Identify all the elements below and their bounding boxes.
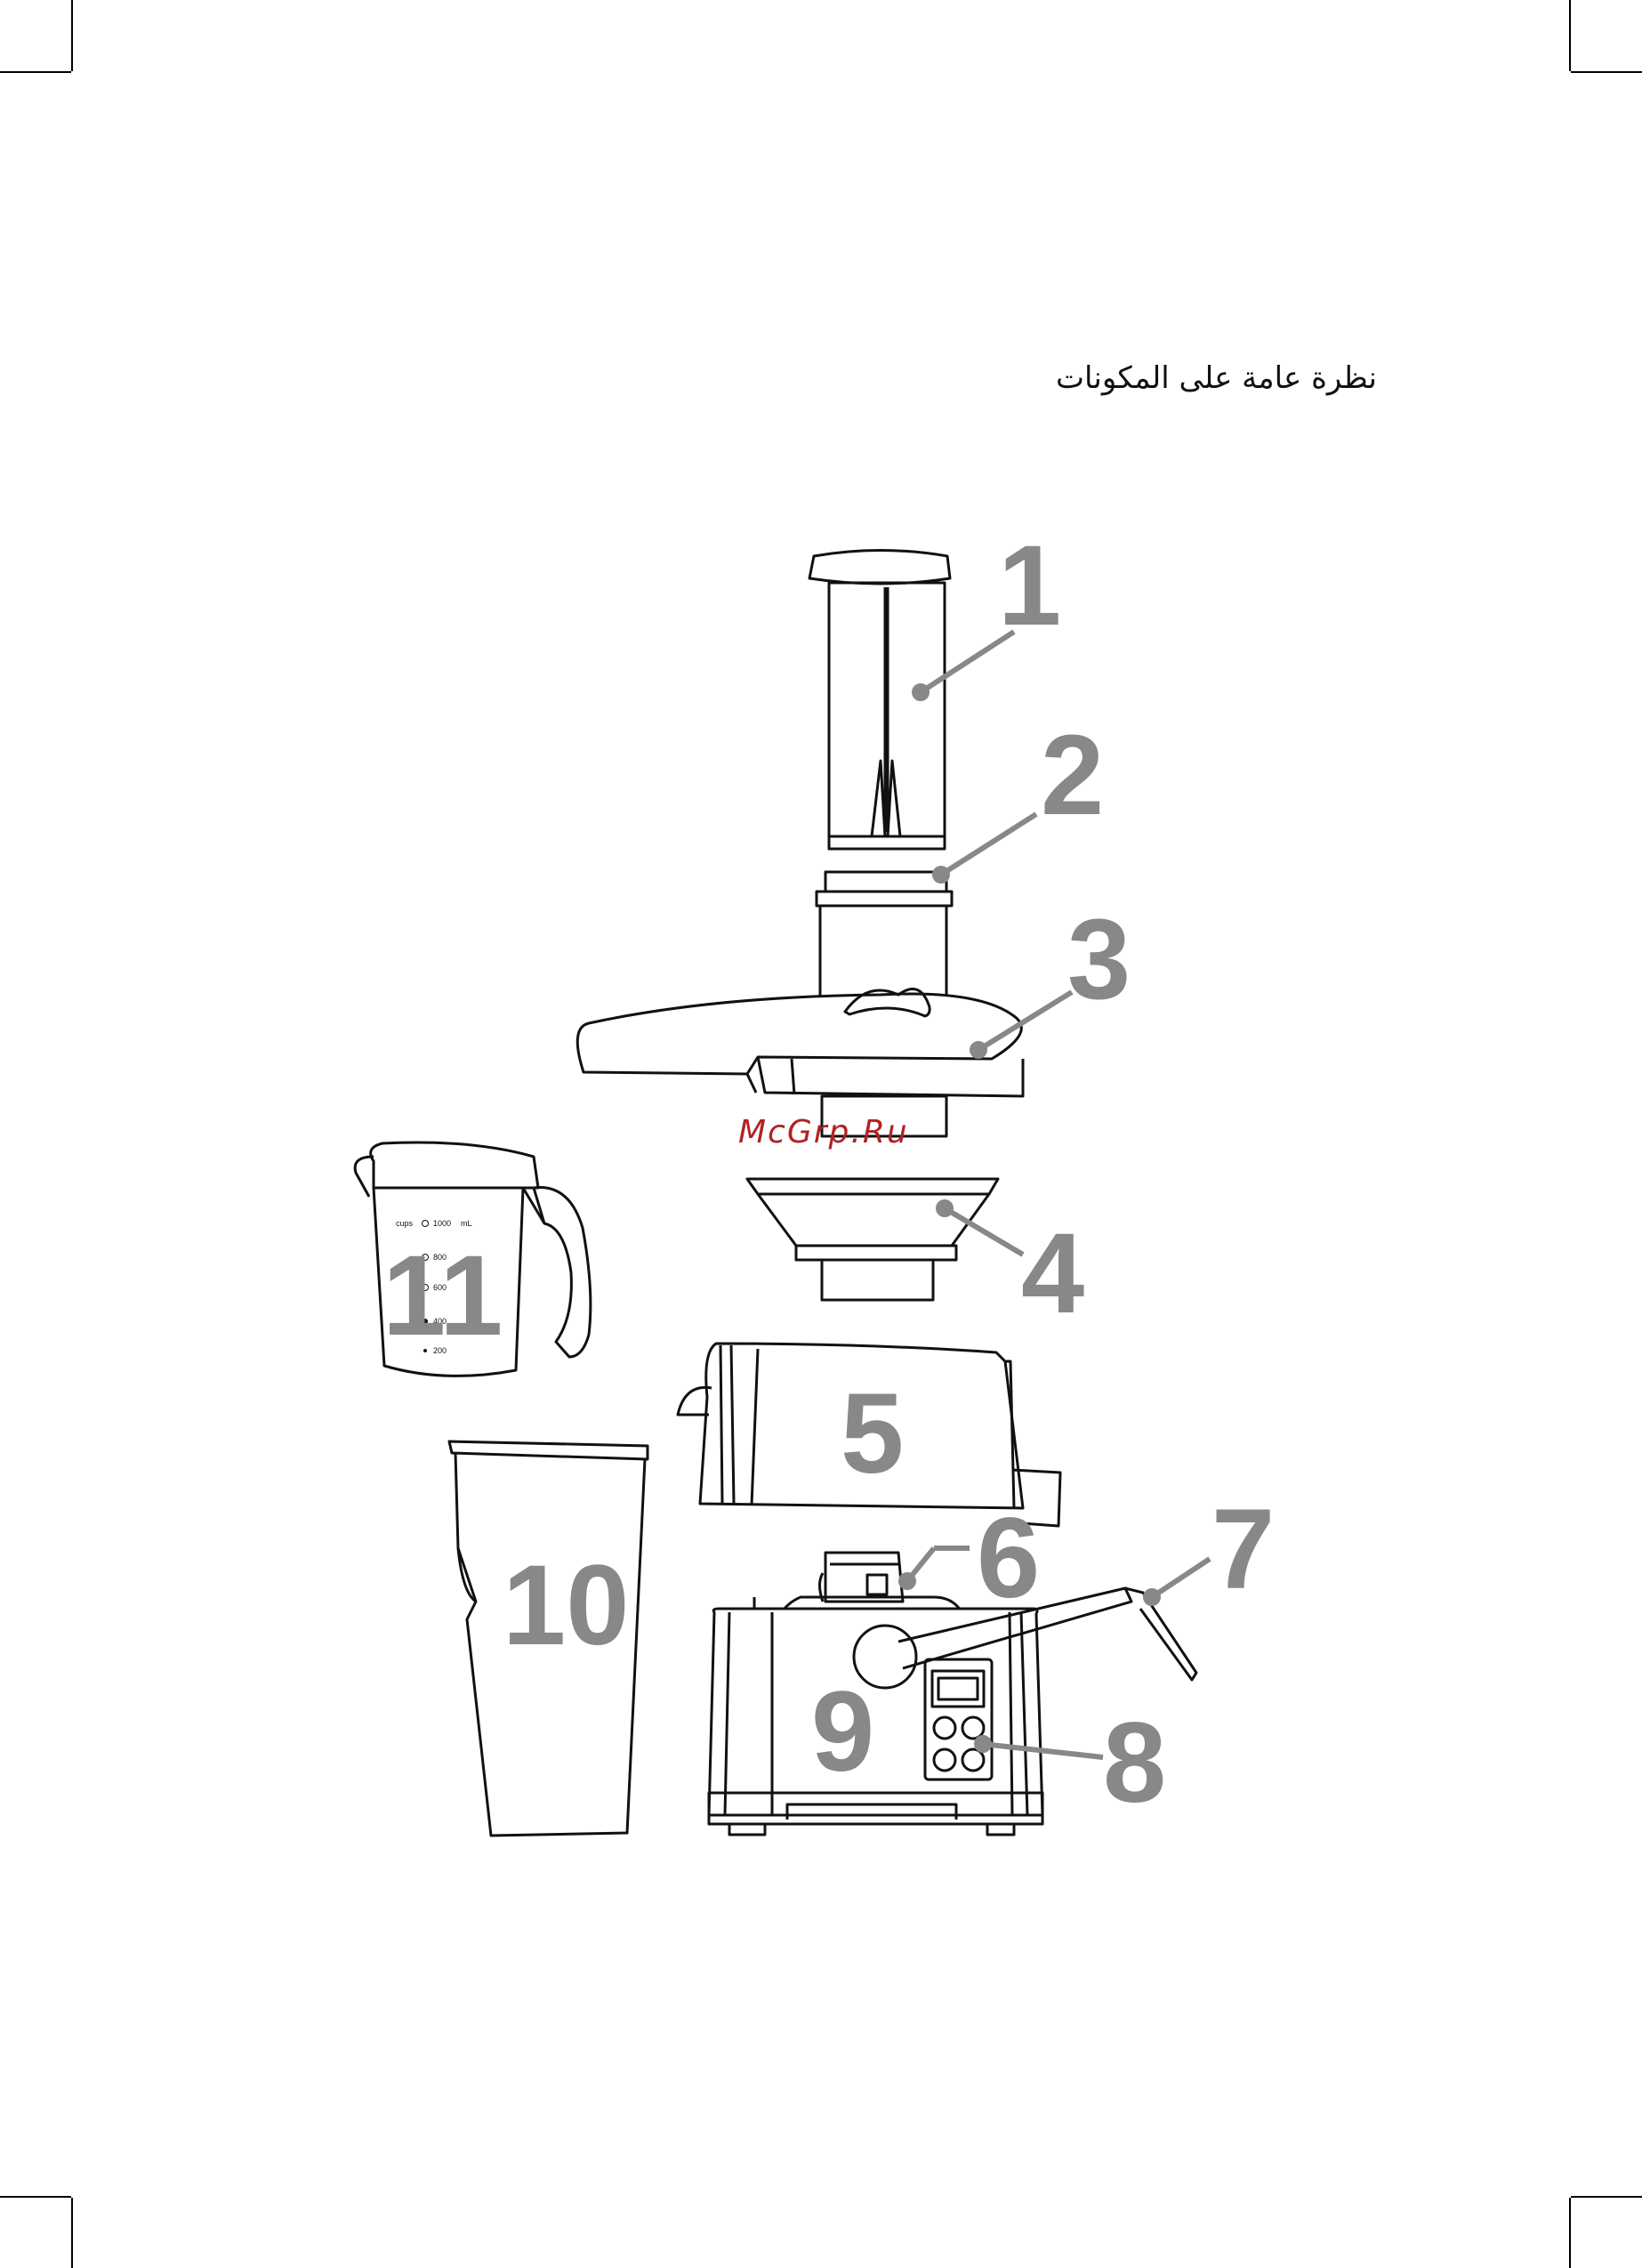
part-number-1: 1 xyxy=(998,522,1061,650)
filter-sieve xyxy=(747,1179,998,1300)
part-number-3: 3 xyxy=(1067,896,1131,1023)
watermark: McGrp.Ru xyxy=(738,1114,909,1150)
jug-scale-unit-right: mL xyxy=(461,1219,472,1228)
part-number-5: 5 xyxy=(841,1370,904,1497)
part-number-11: 11 xyxy=(382,1232,503,1360)
jug-scale-mark: 1000 xyxy=(433,1219,451,1228)
part-number-6: 6 xyxy=(977,1495,1040,1622)
food-pusher xyxy=(809,551,950,850)
jug-scale-unit-left: cups xyxy=(396,1219,414,1228)
part-number-10: 10 xyxy=(503,1542,629,1669)
part-number-9: 9 xyxy=(811,1668,874,1796)
part-number-8: 8 xyxy=(1103,1699,1166,1827)
part-number-7: 7 xyxy=(1211,1486,1275,1613)
part-number-4: 4 xyxy=(1021,1210,1084,1337)
feeding-tube xyxy=(817,872,952,1004)
motor-coupling xyxy=(754,1553,961,1610)
part-number-2: 2 xyxy=(1041,712,1104,839)
